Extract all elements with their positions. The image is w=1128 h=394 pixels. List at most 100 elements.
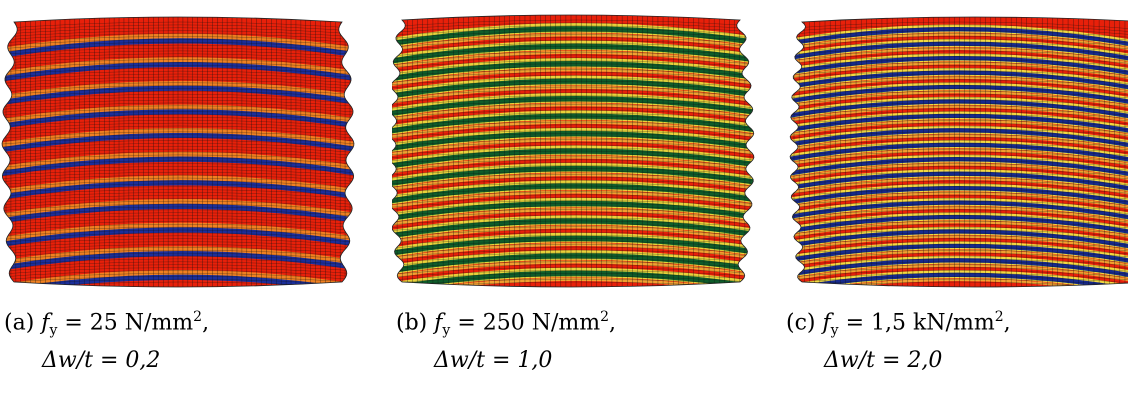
shell-band — [392, 120, 754, 142]
cylinder-figure-c — [789, 16, 1128, 288]
caption-b-value: = 250 N/mm — [450, 310, 601, 336]
caption-a-symbol: f — [41, 310, 50, 336]
caption-b-comma: , — [609, 310, 617, 336]
shell-band — [790, 220, 1128, 242]
shell-band — [392, 197, 754, 226]
shell-band — [790, 111, 1128, 138]
shell-band — [790, 168, 1128, 195]
caption-c-value: = 1,5 kN/mm — [838, 310, 995, 336]
shell-band — [392, 232, 754, 261]
shell-band — [2, 227, 354, 251]
shell-band — [392, 148, 754, 172]
shell-band — [790, 148, 1128, 170]
shell-band — [790, 24, 1128, 51]
shell-band — [790, 67, 1128, 94]
shell-band — [392, 165, 754, 190]
shell-band — [2, 156, 354, 180]
shell-band — [790, 270, 1128, 287]
shell-band — [2, 109, 354, 133]
shell-band — [790, 38, 1128, 65]
shell-band — [790, 197, 1128, 224]
caption-a-value: = 25 N/mm — [57, 310, 194, 336]
shell-band — [2, 274, 354, 287]
shell-band — [790, 278, 1128, 287]
shell-band — [392, 260, 754, 282]
shell-band — [790, 264, 1128, 285]
shell-band — [790, 140, 1128, 167]
shell-band — [392, 253, 754, 277]
shell-band — [392, 270, 754, 287]
shell-band — [392, 43, 754, 67]
shell-band — [2, 175, 354, 203]
caption-a-sup: 2 — [193, 309, 203, 325]
cylinder-outline — [789, 16, 1128, 288]
shell-band — [2, 85, 354, 109]
shell-band — [790, 32, 1128, 54]
shell-band — [790, 249, 1128, 271]
shell-band — [790, 241, 1128, 268]
shell-band — [2, 151, 354, 179]
shell-band — [392, 103, 754, 125]
shell-band — [392, 68, 754, 90]
panel-a — [0, 0, 360, 300]
shell-band — [392, 130, 754, 155]
cylinder-outline — [1, 16, 355, 288]
shell-band — [392, 180, 754, 208]
shell-band — [790, 255, 1128, 282]
shell-band — [790, 191, 1128, 213]
shell-band — [392, 23, 754, 51]
shell-band — [790, 125, 1128, 152]
shell-band — [392, 58, 754, 86]
shell-band — [790, 134, 1128, 155]
shell-band — [392, 61, 754, 85]
shell-band — [2, 128, 354, 156]
caption-c-line1: (c) fy = 1,5 kN/mm2, — [786, 302, 1011, 346]
panel-b — [392, 0, 762, 300]
shell-band — [2, 104, 354, 132]
shell-band — [392, 92, 754, 121]
shell-band — [790, 154, 1128, 181]
shell-band — [392, 218, 754, 242]
shell-band — [392, 145, 754, 173]
shell-band — [392, 207, 754, 230]
caption-b-sub: y — [442, 322, 451, 339]
shell-band — [392, 26, 754, 50]
shell-band — [790, 177, 1128, 199]
cylinder-figure-b — [392, 14, 755, 288]
shell-band — [2, 203, 354, 227]
cylinder-shell — [790, 17, 1128, 287]
shell-band — [392, 127, 754, 156]
shell-band — [392, 200, 754, 225]
shell-band — [392, 75, 754, 104]
caption-b: (b) fy = 250 N/mm2, Δw/t = 1,0 — [396, 302, 616, 376]
caption-b-line1: (b) fy = 250 N/mm2, — [396, 302, 616, 346]
shell-band — [2, 222, 354, 250]
shell-band — [392, 277, 754, 287]
shell-band — [790, 235, 1128, 256]
cylinder-shell — [2, 17, 354, 287]
cylinder-shell — [392, 15, 754, 287]
shell-band — [2, 251, 354, 275]
caption-b-line2: Δw/t = 1,0 — [434, 347, 553, 373]
shell-band — [392, 78, 754, 102]
caption-c-label: (c) — [786, 310, 816, 336]
caption-a-line2: Δw/t = 0,2 — [42, 347, 161, 373]
caption-b-symbol: f — [434, 310, 443, 336]
shell-band — [392, 242, 754, 265]
shell-band — [2, 33, 354, 61]
shell-band — [392, 250, 754, 278]
caption-b-sup: 2 — [600, 309, 610, 325]
shell-band — [790, 96, 1128, 123]
shell-band — [392, 162, 754, 191]
shell-band — [392, 235, 754, 259]
shell-band — [392, 138, 754, 160]
shell-band — [790, 105, 1128, 126]
shell-band — [392, 113, 754, 137]
shell-band — [392, 110, 754, 138]
panel-c — [788, 0, 1128, 300]
shell-band — [790, 76, 1128, 97]
caption-a-line1: (a) fy = 25 N/mm2, — [4, 302, 209, 346]
caption-c-line2: Δw/t = 2,0 — [824, 347, 943, 373]
caption-c-comma: , — [1003, 310, 1011, 336]
shell-band — [2, 61, 354, 86]
